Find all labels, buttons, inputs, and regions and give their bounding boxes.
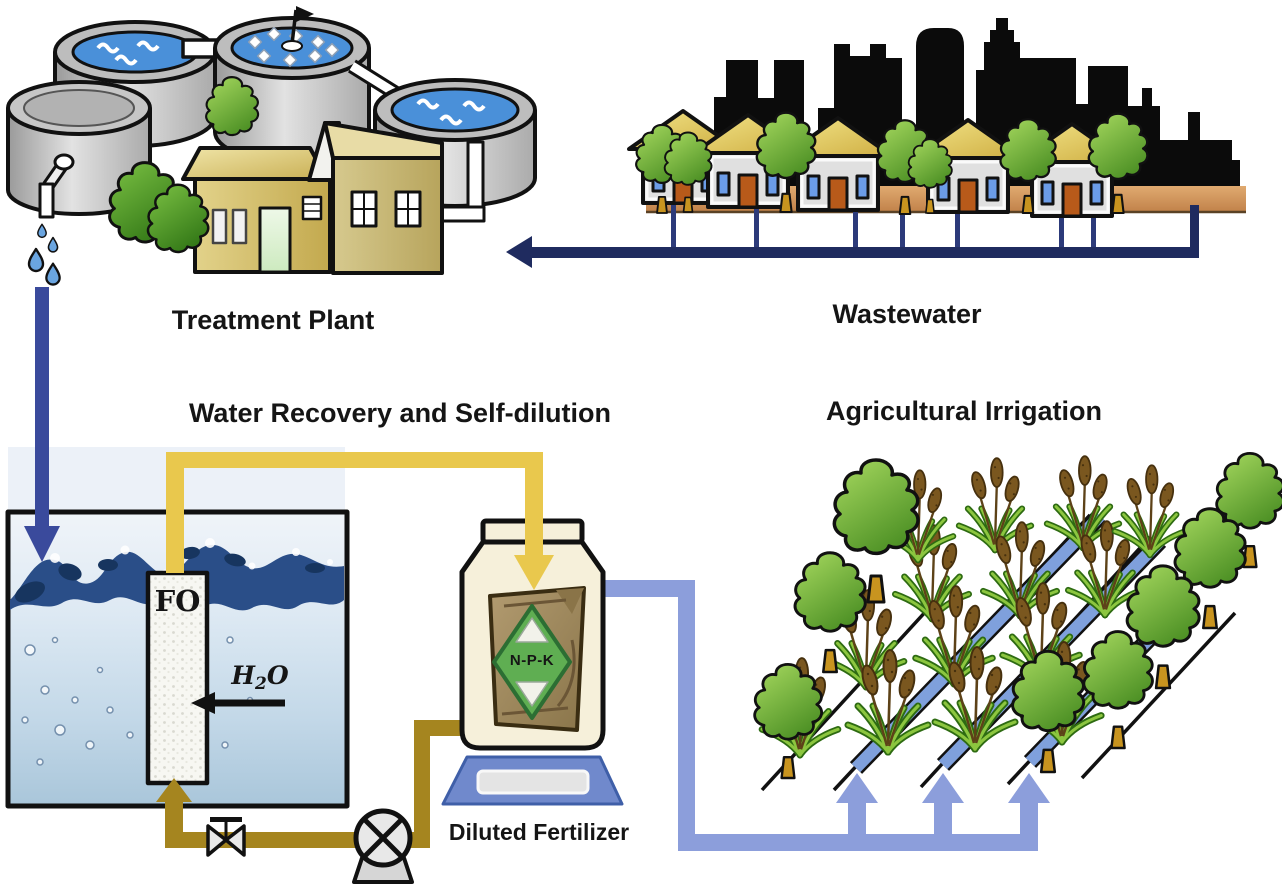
crop-field bbox=[755, 453, 1282, 792]
water-droplet-icon bbox=[27, 223, 61, 286]
wastewater-flow-pipe bbox=[530, 247, 1198, 258]
pump-icon bbox=[352, 808, 414, 884]
clarifier-tank-icon bbox=[373, 78, 537, 208]
tree-icon bbox=[1013, 651, 1084, 772]
npk-label: N-P-K bbox=[509, 652, 555, 669]
h2o-flux-arrow bbox=[191, 692, 285, 714]
treatment-plant-illustration bbox=[6, 6, 537, 286]
clarifier-tank-icon bbox=[6, 80, 152, 216]
water-recovery-label: Water Recovery and Self-dilution bbox=[188, 398, 612, 428]
tree-icon bbox=[1084, 632, 1153, 748]
fo-membrane bbox=[145, 570, 210, 786]
bubbles bbox=[21, 636, 254, 766]
valve-icon bbox=[206, 817, 246, 857]
diluted-fertilizer-label: Diluted Fertilizer bbox=[448, 819, 630, 845]
npk-diamond-icon bbox=[492, 604, 572, 720]
sewer-pipes bbox=[506, 205, 1199, 268]
wastewater-flow-arrowhead bbox=[506, 236, 532, 268]
fertilizer-jar-icon bbox=[459, 518, 606, 751]
faucet-icon bbox=[38, 153, 75, 219]
h2o-label: H2O bbox=[231, 661, 289, 694]
wastewater-city bbox=[506, 18, 1246, 268]
treated-water-pipe bbox=[24, 287, 60, 562]
fo-membrane-label: FO bbox=[154, 584, 201, 618]
diluted-fertilizer-pipe bbox=[600, 580, 1050, 851]
treatment-plant-label: Treatment Plant bbox=[171, 305, 375, 335]
plant-outlet-pipe bbox=[438, 140, 486, 223]
irrigation-arrows bbox=[836, 773, 1050, 840]
weighing-scale-icon bbox=[441, 755, 624, 806]
plant-building bbox=[181, 146, 332, 274]
wastewater-label: Wastewater bbox=[832, 299, 982, 329]
plant-building bbox=[307, 121, 444, 275]
tree-icon bbox=[755, 664, 822, 778]
draw-solution-pipe bbox=[166, 452, 554, 590]
agricultural-irrigation-label: Agricultural Irrigation bbox=[825, 396, 1103, 426]
